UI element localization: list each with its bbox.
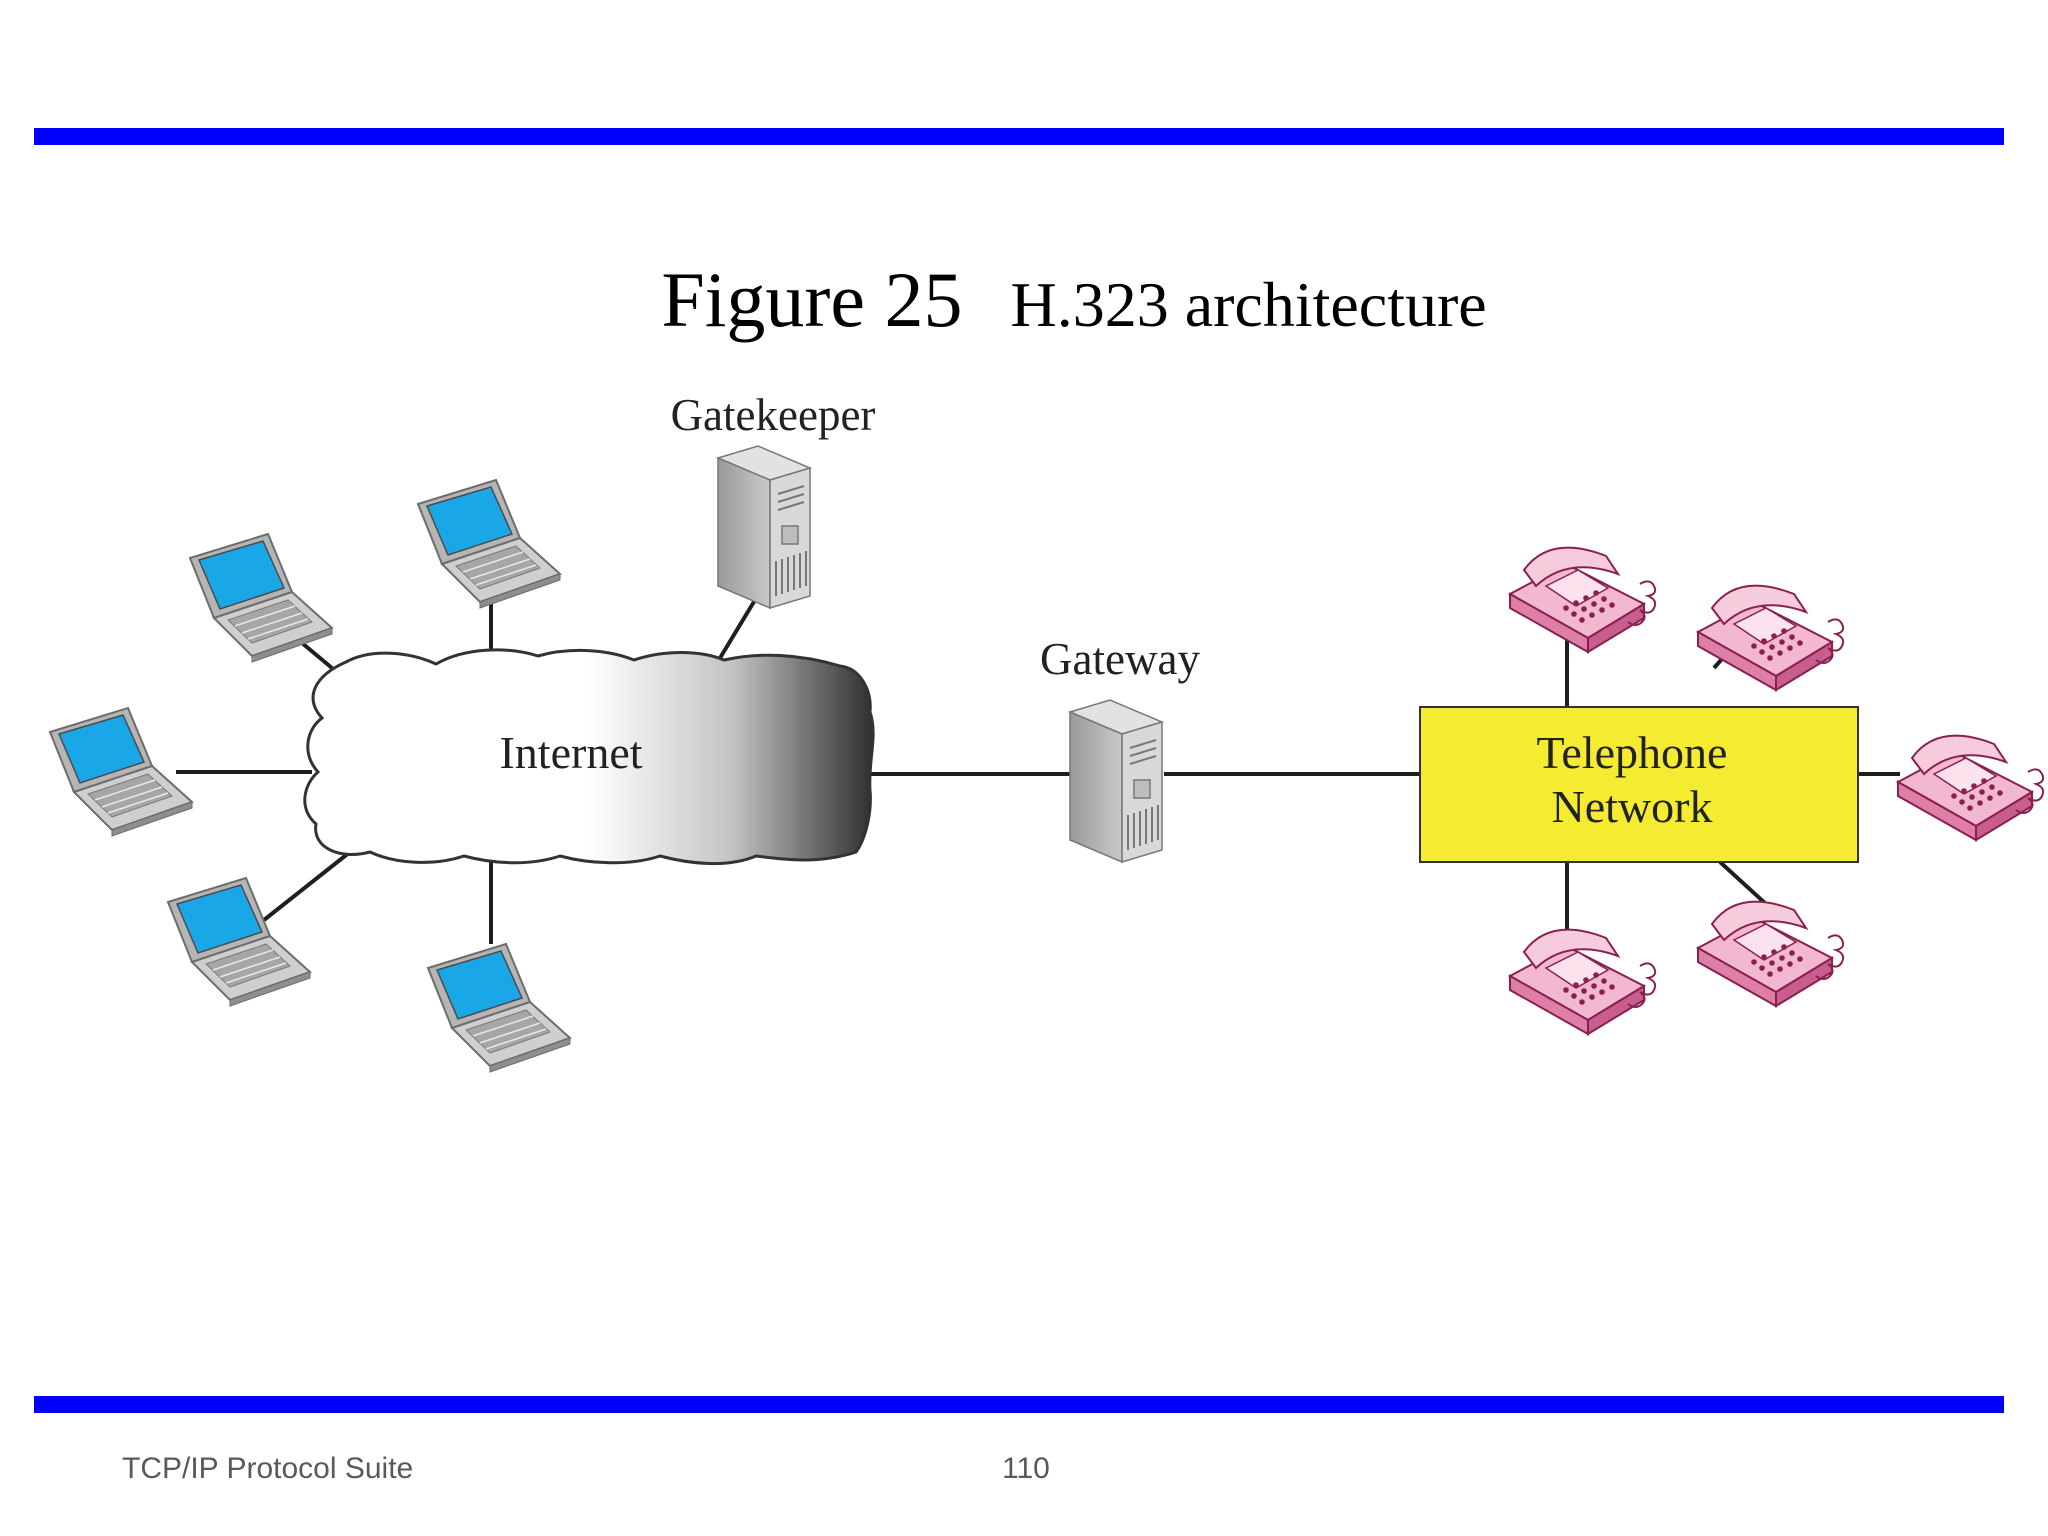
laptop-icon <box>417 479 561 609</box>
laptop-icon <box>49 707 193 837</box>
telephone-icon <box>1509 928 1657 1035</box>
telephone-network-box <box>1419 706 1859 863</box>
telephone-icon <box>1509 546 1657 653</box>
bottom-rule <box>34 1396 2004 1413</box>
page-number: 110 <box>1002 1452 1050 1485</box>
gateway-label: Gateway <box>1040 634 1200 684</box>
server-icon <box>1069 699 1163 863</box>
top-rule <box>34 128 2004 145</box>
footer-book-title: TCP/IP Protocol Suite <box>122 1452 414 1485</box>
telephone-icon <box>1697 584 1845 691</box>
figure-title: Figure 25 H.323 architecture <box>0 255 2048 345</box>
internet-cloud-shape <box>303 648 875 865</box>
gatekeeper-label: Gatekeeper <box>671 390 876 440</box>
figure-caption: H.323 architecture <box>1010 269 1487 340</box>
laptop-icon <box>427 943 571 1073</box>
figure-number: Figure 25 <box>661 256 963 343</box>
telephone-icon <box>1697 900 1845 1007</box>
telephone-icon <box>1897 734 2045 841</box>
server-icon <box>717 445 811 609</box>
telephone-network-label-line2: Network <box>1552 781 1713 832</box>
internet-label: Internet <box>499 727 642 778</box>
laptop-icon <box>167 877 311 1007</box>
laptop-icon <box>189 533 333 663</box>
telephone-network-label-line1: Telephone <box>1537 727 1728 778</box>
